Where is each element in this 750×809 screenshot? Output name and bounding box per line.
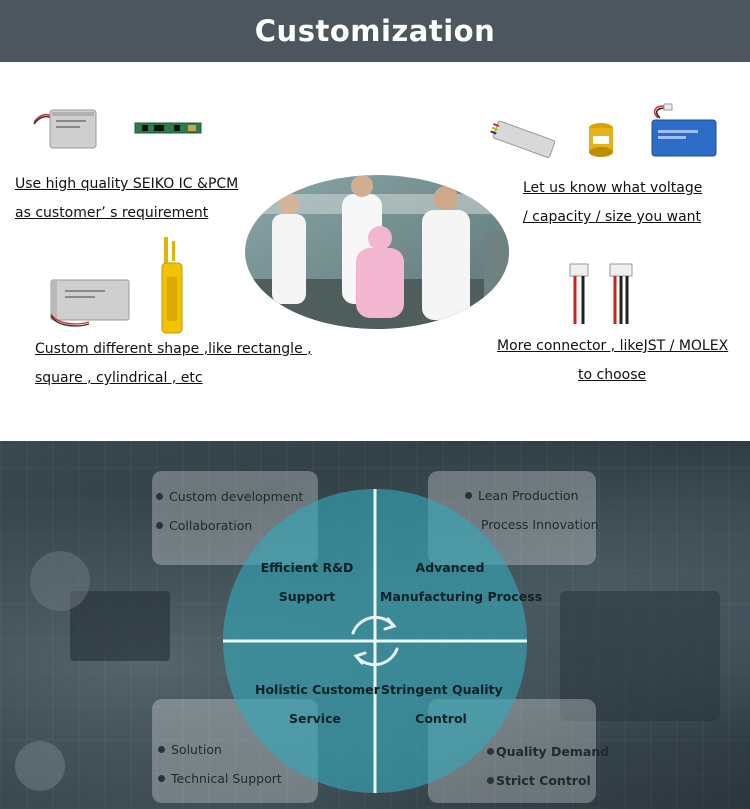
- capabilities-section: Custom development Collaboration Lean Pr…: [0, 441, 750, 809]
- caption-shape-line1: Custom different shape ,like rectangle ,: [35, 341, 312, 357]
- quadrant-rd-support: Efficient R&D Support: [260, 560, 354, 604]
- caption-shape-line2: square , cylindrical , etc: [35, 370, 203, 386]
- coin-cell-image: [589, 123, 613, 157]
- capacitor-decoration: [15, 741, 65, 791]
- caption-connector-line2: to choose: [578, 367, 647, 383]
- bullet-icon: [156, 522, 163, 529]
- connector-wires-image: [569, 263, 633, 324]
- quadrant-manufacturing: Advanced Manufacturing Process: [380, 560, 543, 604]
- caption-connector-line1: More connector , likeJST / MOLEX: [497, 338, 729, 354]
- customization-section: Use high quality SEIKO IC &PCM as custom…: [0, 62, 750, 442]
- capacitor-decoration: [30, 551, 90, 611]
- refresh-arrows-icon: [351, 615, 399, 667]
- label-custom-development: Custom development: [156, 489, 303, 504]
- bullet-icon: [487, 777, 494, 784]
- pcm-board-image: [134, 122, 202, 134]
- label-strict-control: Strict Control: [487, 773, 591, 788]
- bullet-icon: [487, 748, 494, 755]
- capability-circle: [223, 489, 527, 793]
- chip-decoration: [560, 591, 720, 721]
- chip-decoration: [70, 591, 170, 661]
- label-process-innovation: Process Innovation: [481, 517, 599, 532]
- cylindrical-battery-image: [161, 237, 183, 334]
- battery-pack-image: [33, 109, 97, 149]
- blue-battery-image: [651, 103, 717, 157]
- caption-voltage-line1: Let us know what voltage: [523, 180, 703, 196]
- label-technical-support: Technical Support: [158, 771, 282, 786]
- bullet-icon: [158, 746, 165, 753]
- rectangle-battery-image: [50, 279, 130, 327]
- quadrant-customer-service: Holistic Customer Service: [255, 682, 380, 726]
- label-solution: Solution: [158, 742, 222, 757]
- bullet-icon: [465, 492, 472, 499]
- caption-ic-pcm-line2: as customer’ s requirement: [15, 205, 209, 221]
- label-collaboration: Collaboration: [156, 518, 252, 533]
- label-quality-demand: Quality Demand: [487, 744, 609, 759]
- caption-ic-pcm-line1: Use high quality SEIKO IC &PCM: [15, 176, 239, 192]
- factory-photo: [245, 175, 509, 329]
- slim-battery-image: [490, 120, 556, 158]
- page-title: Customization: [254, 14, 496, 48]
- caption-voltage-line2: / capacity / size you want: [523, 209, 702, 225]
- bullet-icon: [156, 493, 163, 500]
- header-bar: Customization: [0, 0, 750, 62]
- bullet-icon: [158, 775, 165, 782]
- label-lean-production: Lean Production: [465, 488, 579, 503]
- quadrant-quality-control: Stringent Quality Control: [381, 682, 503, 726]
